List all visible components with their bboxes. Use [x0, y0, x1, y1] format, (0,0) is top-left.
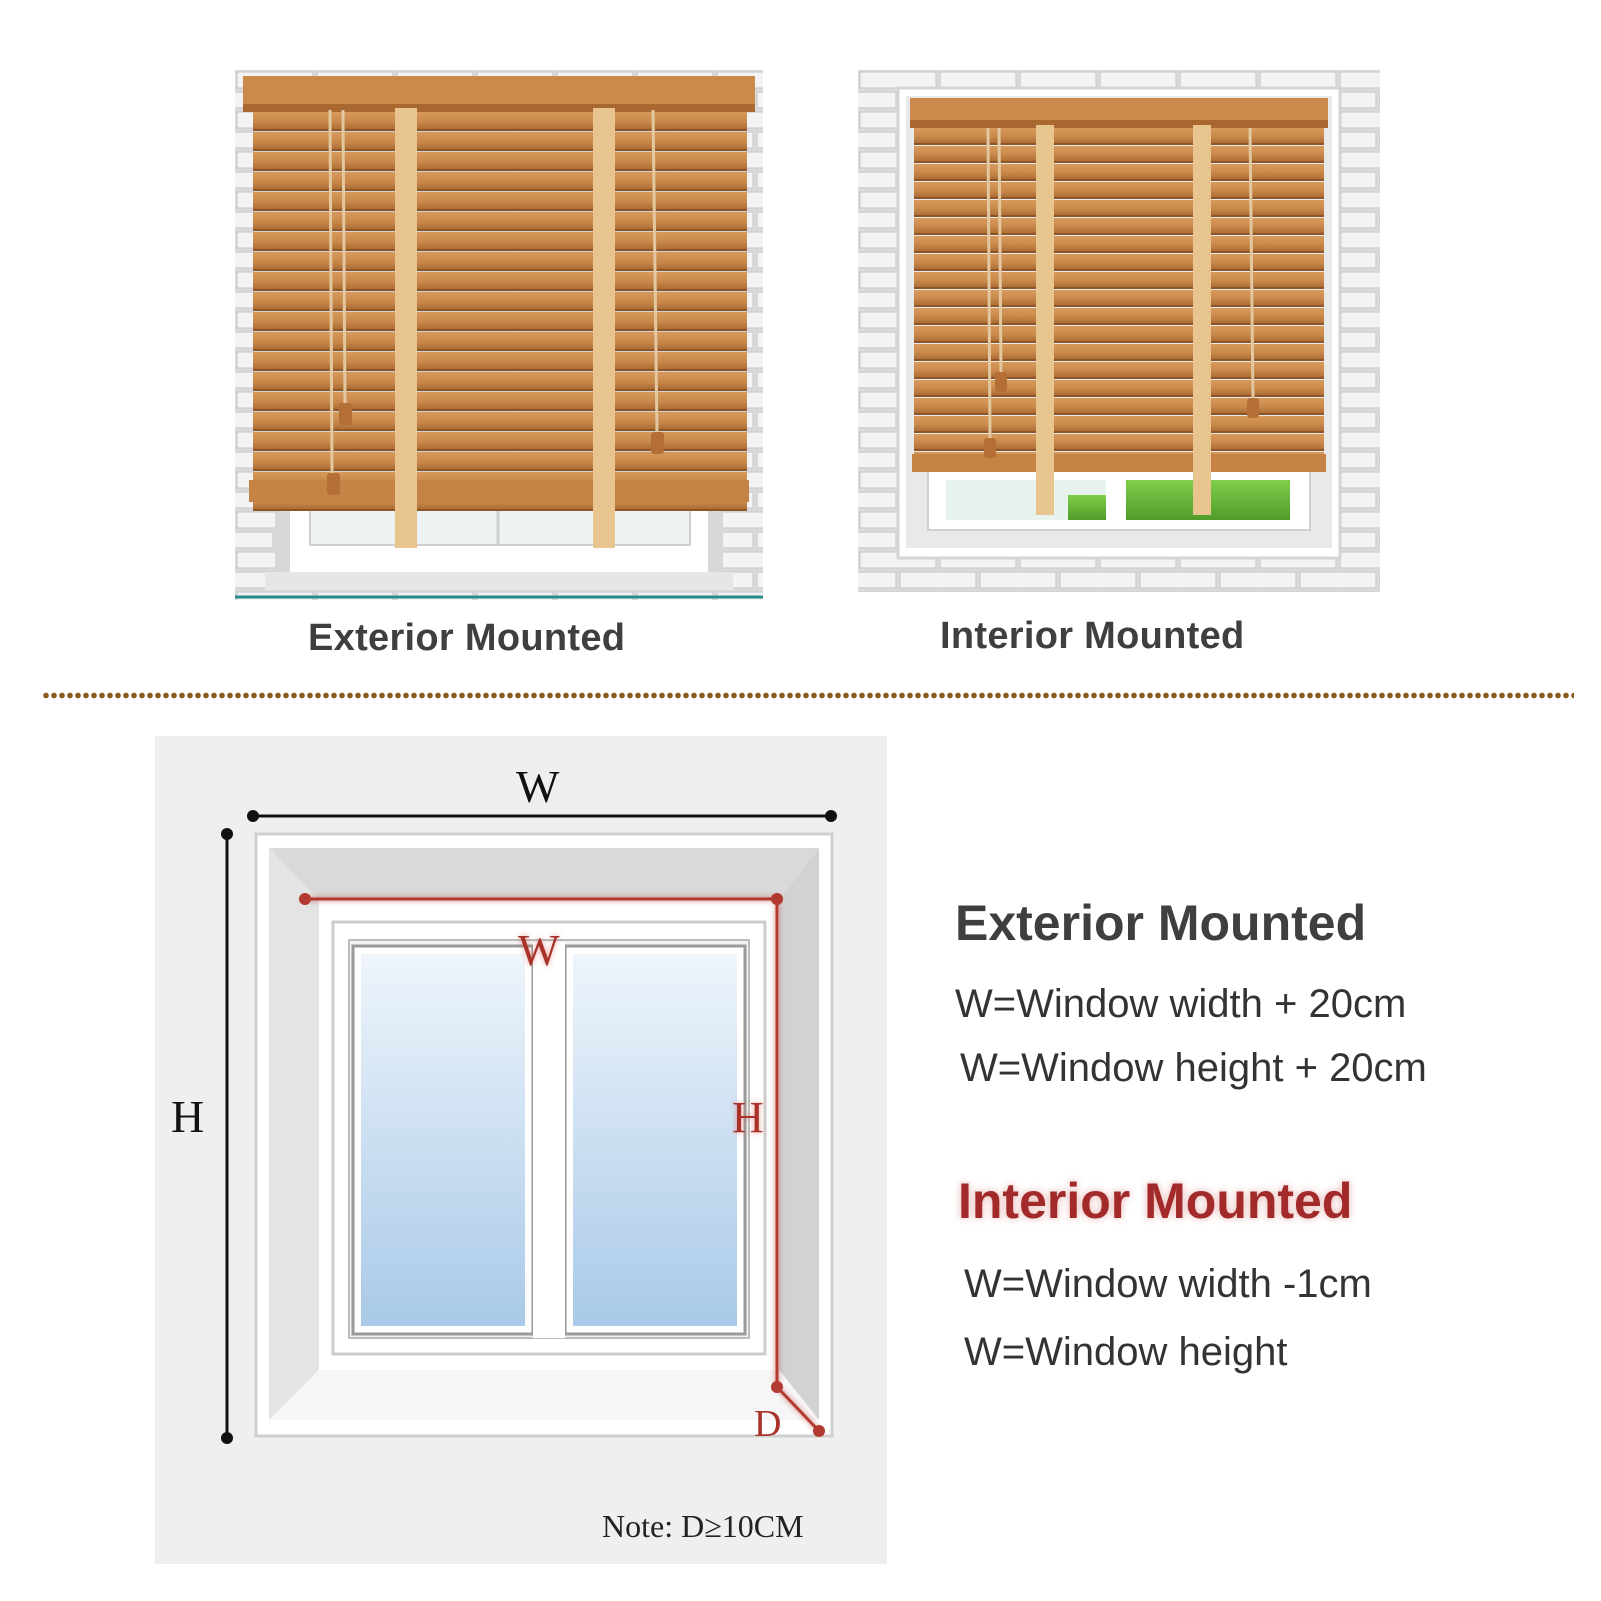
interior-mounted-illustration	[858, 70, 1380, 592]
blind-slat	[253, 232, 747, 250]
blind-slat	[253, 292, 747, 310]
blind-slat	[914, 128, 1324, 144]
blind-slat	[253, 272, 747, 290]
blind-slat	[914, 146, 1324, 162]
interior-mounted-caption: Interior Mounted	[940, 615, 1245, 657]
exterior-mounted-illustration	[235, 70, 763, 600]
blind-slat	[914, 236, 1324, 252]
outer-width-label: W	[516, 761, 560, 812]
blind-slat	[914, 416, 1324, 432]
blind-slat	[253, 332, 747, 350]
depth-note: Note: D≥10CM	[602, 1508, 804, 1544]
blind-slat	[253, 392, 747, 410]
blind-slat	[253, 112, 747, 130]
depth-label: D	[754, 1403, 782, 1445]
blind-slat	[914, 272, 1324, 288]
blind-slat	[914, 380, 1324, 396]
blind-slat	[253, 192, 747, 210]
blind-slat	[914, 254, 1324, 270]
blind-slat	[914, 290, 1324, 306]
blind-slat	[253, 212, 747, 230]
blind-slat	[253, 352, 747, 370]
measurement-diagram	[221, 810, 837, 1444]
inner-height-label: H	[732, 1093, 764, 1142]
blind-slat	[253, 152, 747, 170]
inner-width-label: W	[518, 926, 560, 975]
blind-slat	[914, 362, 1324, 378]
interior-height-formula: W=Window height	[964, 1330, 1288, 1374]
outer-height-label: H	[171, 1091, 205, 1142]
blind-slat	[914, 308, 1324, 324]
blind-slat	[253, 412, 747, 430]
blind-bottom-rail	[912, 454, 1326, 472]
exterior-height-formula: W=Window height + 20cm	[960, 1046, 1427, 1090]
dotted-divider	[42, 691, 1574, 700]
blind-bottom-rail	[249, 480, 749, 502]
blind-slat	[914, 182, 1324, 198]
blind-slat	[253, 252, 747, 270]
blind-slat	[914, 344, 1324, 360]
blind-slat	[253, 372, 747, 390]
blind-slat	[914, 200, 1324, 216]
blind-slat	[914, 218, 1324, 234]
blind-slat	[914, 164, 1324, 180]
blind-slat	[253, 432, 747, 450]
exterior-mounted-title: Exterior Mounted	[955, 895, 1367, 951]
blind-slat	[253, 132, 747, 150]
exterior-mounted-caption: Exterior Mounted	[308, 617, 626, 659]
exterior-width-formula: W=Window width + 20cm	[955, 982, 1407, 1026]
blind-slat	[253, 172, 747, 190]
blind-slat	[914, 326, 1324, 342]
blind-slat	[253, 312, 747, 330]
interior-width-formula: W=Window width -1cm	[964, 1262, 1372, 1306]
interior-mounted-title: Interior Mounted	[958, 1173, 1353, 1229]
blind-slat	[253, 452, 747, 470]
blind-slat	[914, 398, 1324, 414]
blind-slat	[914, 434, 1324, 450]
